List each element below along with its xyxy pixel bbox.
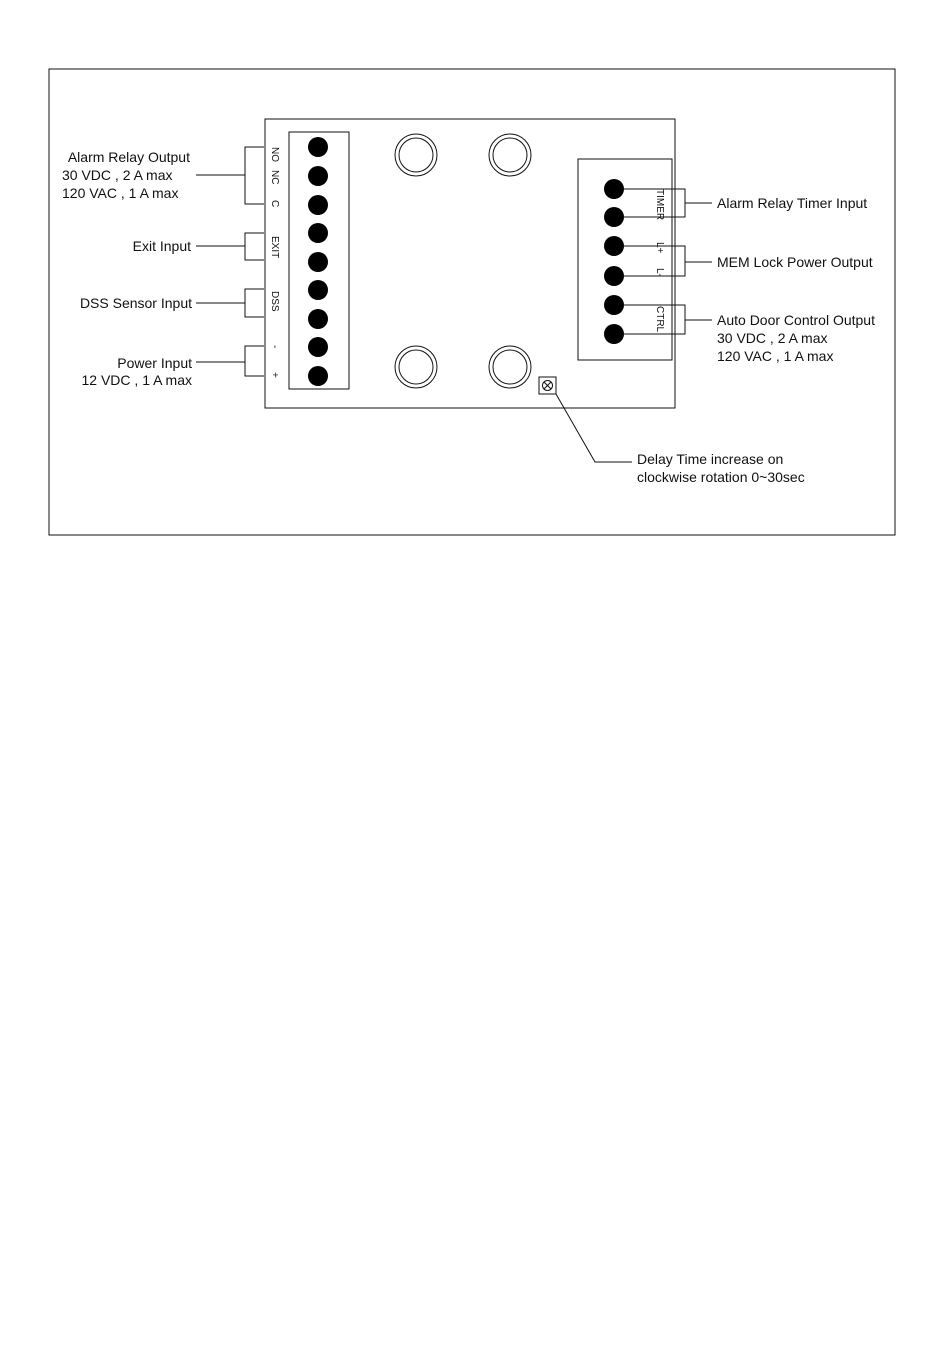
terminal-screw (604, 236, 624, 256)
left-terminal-block (288, 131, 350, 390)
pin-label-nc: NC (269, 170, 280, 184)
label-delay-line1: Delay Time increase on (637, 451, 783, 467)
bracket-alarm-relay (244, 146, 264, 205)
terminal-screw (604, 266, 624, 286)
bracket-dss (244, 288, 264, 318)
label-alarm-relay-vdc: 30 VDC , 2 A max (62, 167, 173, 183)
bracket-power (244, 345, 264, 377)
mounting-hole (394, 345, 438, 389)
terminal-screw (308, 252, 328, 272)
left-terminals (308, 137, 328, 386)
right-terminals (604, 179, 632, 344)
terminal-screw (604, 324, 624, 344)
bracket-exit (244, 232, 264, 261)
pin-label-no: NO (269, 147, 280, 162)
delay-potentiometer (538, 376, 557, 395)
pin-label-exit: EXIT (269, 236, 280, 258)
pin-label-lplus: L+ (654, 242, 665, 254)
pin-label-lminus: L- (654, 268, 665, 277)
label-dss-sensor-input: DSS Sensor Input (80, 295, 192, 311)
mounting-hole (488, 133, 532, 177)
label-auto-door-vdc: 30 VDC , 2 A max (717, 330, 828, 346)
terminal-screw (604, 295, 624, 315)
terminal-screw (604, 179, 624, 199)
pin-label-dss: DSS (269, 291, 280, 312)
terminal-screw (308, 280, 328, 300)
label-mem-lock-power: MEM Lock Power Output (717, 254, 873, 270)
pcb-board (264, 118, 676, 409)
terminal-screw (308, 195, 328, 215)
pin-label-c: C (269, 200, 280, 207)
terminal-screw (308, 309, 328, 329)
label-alarm-relay-vac: 120 VAC , 1 A max (62, 185, 178, 201)
diagram-frame (48, 68, 896, 536)
pin-label-plus: + (269, 372, 280, 378)
terminal-screw (604, 207, 624, 227)
terminal-screw (308, 337, 328, 357)
terminal-screw (308, 137, 328, 157)
bracket-mem-lock (632, 245, 686, 277)
terminal-screw (308, 166, 328, 186)
pin-label-minus: - (269, 345, 280, 348)
label-alarm-relay-title: Alarm Relay Output (68, 149, 190, 165)
label-delay-line2: clockwise rotation 0~30sec (637, 469, 805, 485)
label-exit-input: Exit Input (133, 238, 191, 254)
terminal-screw (308, 223, 328, 243)
pin-label-ctrl: CTRL (654, 306, 665, 333)
label-power-input: Power Input (117, 355, 192, 371)
label-power-spec: 12 VDC , 1 A max (82, 372, 193, 388)
terminal-screw (308, 366, 328, 386)
mounting-hole (488, 345, 532, 389)
label-alarm-relay-timer: Alarm Relay Timer Input (717, 195, 867, 211)
right-terminal-block (577, 158, 673, 361)
label-auto-door-vac: 120 VAC , 1 A max (717, 348, 833, 364)
pin-label-timer: TIMER (654, 189, 665, 220)
label-auto-door-title: Auto Door Control Output (717, 312, 875, 328)
leader-delay (555, 393, 632, 463)
mounting-hole (394, 133, 438, 177)
potentiometer-icon (542, 380, 553, 391)
